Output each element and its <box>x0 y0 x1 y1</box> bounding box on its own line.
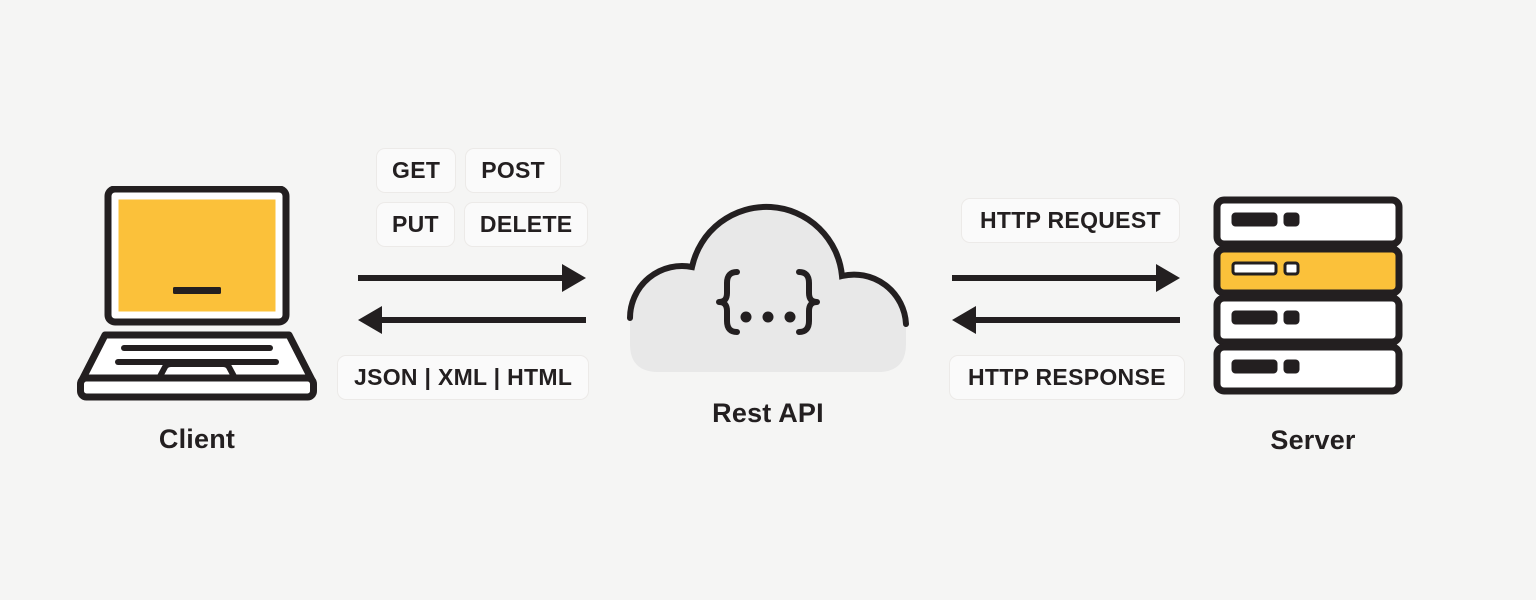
method-badge-get[interactable]: GET <box>376 148 457 193</box>
flow-arrows-client-api <box>356 258 588 341</box>
client-caption: Client <box>158 424 236 454</box>
laptop-icon <box>77 185 317 406</box>
server-caption: Server <box>1270 425 1356 455</box>
arrow-server-to-api <box>952 306 1180 334</box>
method-badge-delete[interactable]: DELETE <box>463 202 589 247</box>
response-formats-badge[interactable]: JSON | XML | HTML <box>337 355 590 400</box>
rack-unit-2 <box>1213 245 1403 297</box>
http-method-badges-row-2: PUT DELETE <box>376 202 589 247</box>
method-badge-post[interactable]: POST <box>465 148 562 193</box>
node-client: Client <box>77 185 317 455</box>
node-server: Server <box>1195 196 1431 456</box>
rack-unit-3 <box>1213 294 1403 346</box>
http-method-badges-row-1: GET POST <box>376 148 562 193</box>
rack-unit-1 <box>1213 196 1403 248</box>
arrow-api-to-server <box>952 264 1180 292</box>
flow-arrows-api-server <box>950 258 1182 341</box>
json-dots-glyph <box>740 311 796 323</box>
rack-unit-4 <box>1213 343 1403 395</box>
arrow-client-to-api <box>358 264 586 292</box>
node-rest-api: Rest API <box>620 196 916 429</box>
http-request-badge[interactable]: HTTP REQUEST <box>961 198 1180 243</box>
server-rack-icon <box>1213 196 1413 401</box>
rest-api-caption: Rest API <box>712 398 824 428</box>
http-response-badge[interactable]: HTTP RESPONSE <box>949 355 1185 400</box>
cloud-icon <box>620 196 916 386</box>
json-braces-glyph <box>716 269 820 335</box>
method-badge-put[interactable]: PUT <box>376 202 455 247</box>
arrow-api-to-client <box>358 306 586 334</box>
